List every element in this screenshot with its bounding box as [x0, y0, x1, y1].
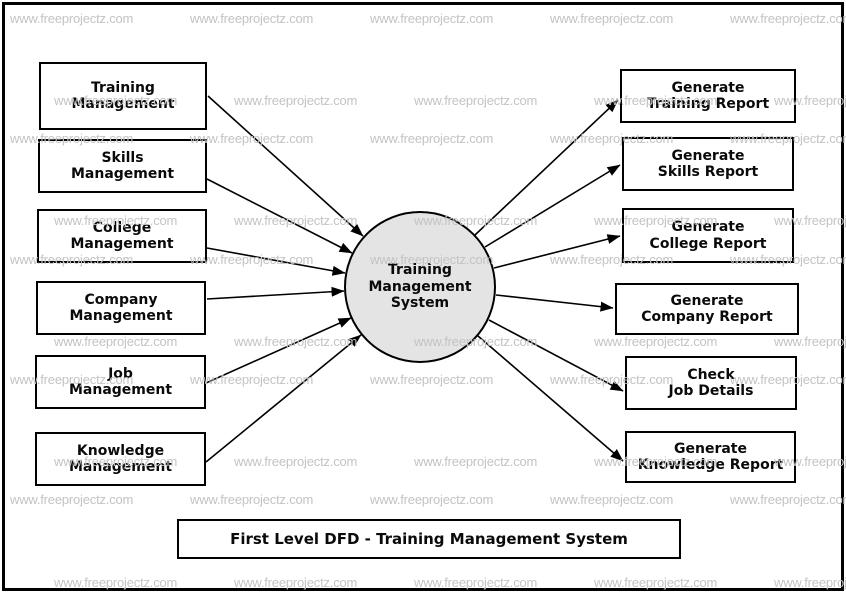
output-generate-skills-report: Generate Skills Report	[622, 137, 794, 191]
entity-label: Job Management	[68, 365, 173, 399]
process-training-management-system: Training Management System	[344, 211, 496, 363]
data-flow-arrow	[206, 286, 345, 300]
entity-knowledge-management: Knowledge Management	[35, 432, 206, 486]
entity-label: Training Management	[71, 79, 175, 113]
data-flow-arrow	[495, 294, 614, 312]
data-flow-arrow	[205, 334, 362, 463]
data-flow-arrow	[488, 319, 624, 392]
output-label: Generate Company Report	[641, 292, 773, 326]
entity-job-management: Job Management	[35, 355, 206, 409]
diagram-title: First Level DFD - Training Management Sy…	[230, 529, 628, 548]
data-flow-arrow	[474, 99, 619, 236]
data-flow-arrow	[206, 247, 346, 276]
data-flow-arrow	[206, 178, 353, 254]
output-check-job-details: Check Job Details	[625, 356, 797, 410]
output-generate-knowledge-report: Generate Knowledge Report	[625, 431, 796, 483]
process-label: Training Management System	[368, 262, 472, 312]
entity-label: Skills Management	[70, 149, 175, 183]
entity-label: College Management	[70, 219, 174, 253]
output-generate-company-report: Generate Company Report	[615, 283, 799, 335]
output-label: Generate Knowledge Report	[637, 440, 784, 474]
data-flow-arrow	[484, 164, 621, 248]
entity-college-management: College Management	[37, 209, 207, 263]
entity-label: Knowledge Management	[68, 442, 173, 476]
entity-skills-management: Skills Management	[38, 139, 207, 193]
diagram-title-box: First Level DFD - Training Management Sy…	[177, 519, 681, 559]
data-flow-arrow	[493, 234, 621, 269]
output-label: Generate Training Report	[646, 79, 770, 113]
output-label: Generate College Report	[649, 219, 767, 252]
data-flow-arrow	[205, 317, 352, 384]
output-generate-college-report: Generate College Report	[622, 208, 794, 263]
output-generate-training-report: Generate Training Report	[620, 69, 796, 123]
output-label: Generate Skills Report	[657, 147, 759, 181]
output-label: Check Job Details	[668, 366, 754, 400]
data-flow-arrow	[207, 95, 364, 237]
entity-training-management: Training Management	[39, 62, 207, 130]
entity-company-management: Company Management	[36, 281, 206, 335]
data-flow-arrow	[477, 335, 624, 462]
entity-label: Company Management	[69, 291, 173, 325]
